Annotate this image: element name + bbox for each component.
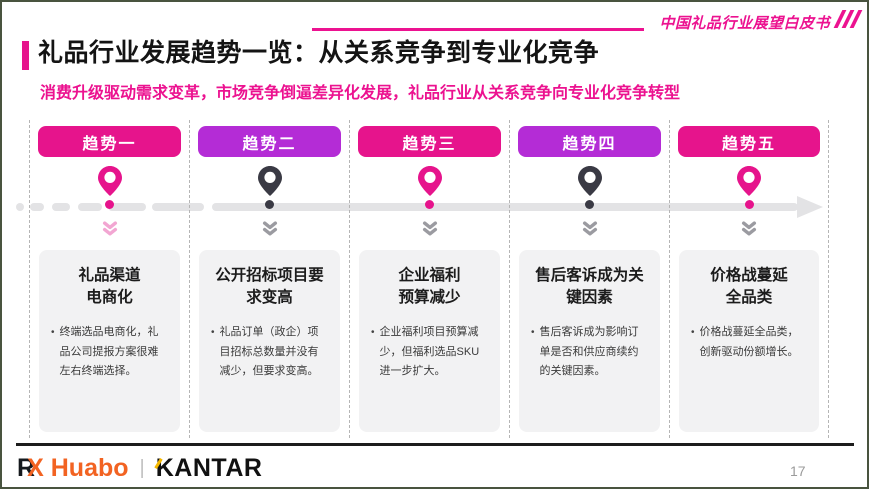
double-chevron-down-icon — [510, 221, 669, 237]
arrowhead-icon — [797, 196, 823, 218]
rx-logo-x: X — [27, 454, 44, 482]
trend-badge: 趋势一 — [38, 126, 181, 157]
trend-card-body: 企业福利项目预算减少，但福利选品SKU进一步扩大。 — [379, 326, 480, 377]
trend-column-1: 趋势一 礼品渠道 电商化 • 终端选品电商化，礼品公司提报方案很难左右终端选择。 — [29, 120, 189, 438]
triple-slash-icon — [833, 10, 863, 28]
trend-card: 礼品渠道 电商化 • 终端选品电商化，礼品公司提报方案很难左右终端选择。 — [39, 250, 180, 432]
trend-card-title: 价格战蔓延 全品类 — [710, 267, 788, 306]
trend-card-body: 价格战蔓延全品类，创新驱动份额增长。 — [699, 326, 799, 358]
timeline-node-dot — [744, 200, 754, 209]
location-pin-icon — [97, 166, 123, 196]
trend-card-title: 公开招标项目要求变高 — [215, 267, 324, 306]
tagline-underline — [312, 28, 644, 31]
footer-logos: R X Huabo | KANTAR — [17, 454, 262, 483]
title-accent-bar — [22, 41, 29, 70]
pin-block — [510, 166, 669, 209]
trend-card-bullet: • 礼品订单（政企）项目招标总数量并没有减少，但要求变高。 — [211, 323, 328, 381]
bullet-icon: • — [531, 327, 535, 339]
trend-card-bullet: • 企业福利项目预算减少，但福利选品SKU进一步扩大。 — [371, 323, 488, 381]
huabo-logo: Huabo — [50, 454, 129, 482]
timeline-node-dot — [265, 200, 274, 209]
trend-card: 企业福利 预算减少 • 企业福利项目预算减少，但福利选品SKU进一步扩大。 — [359, 250, 500, 432]
timeline-node-dot — [425, 200, 434, 209]
location-pin-icon — [417, 166, 443, 196]
pin-block — [670, 166, 828, 209]
trends-row: 趋势一 礼品渠道 电商化 • 终端选品电商化，礼品公司提报方案很难左右终端选择。 — [29, 120, 867, 438]
pin-block — [350, 166, 509, 209]
timeline-arrow — [2, 196, 867, 218]
trend-column-2: 趋势二 公开招标项目要求变高 • 礼品订单（政企）项目招标总数量并没有减少，但要… — [189, 120, 349, 438]
tagline: 中国礼品行业展望白皮书 — [659, 15, 830, 32]
location-pin-icon — [577, 166, 603, 196]
trend-card-title: 企业福利 预算减少 — [398, 267, 461, 306]
page-number: 17 — [790, 463, 806, 479]
page-subtitle: 消费升级驱动需求变革，市场竞争倒逼差异化发展，礼品行业从关系竞争向专业化竞争转型 — [40, 85, 681, 102]
trend-card: 公开招标项目要求变高 • 礼品订单（政企）项目招标总数量并没有减少，但要求变高。 — [199, 250, 340, 432]
trend-card-body: 终端选品电商化，礼品公司提报方案很难左右终端选择。 — [59, 326, 159, 377]
double-chevron-down-icon — [350, 221, 509, 237]
footer-divider — [16, 443, 854, 446]
page-title: 礼品行业发展趋势一览：从关系竞争到专业化竞争 — [38, 39, 600, 67]
pin-block — [190, 166, 349, 209]
kantar-logo: KANTAR — [154, 454, 263, 482]
trend-card: 售后客诉成为关键因素 • 售后客诉成为影响订单是否和供应商续约的关键因素。 — [519, 250, 660, 432]
trend-badge: 趋势五 — [678, 126, 820, 157]
bullet-icon: • — [211, 327, 215, 339]
logo-divider: | — [139, 457, 145, 479]
trend-card: 价格战蔓延 全品类 • 价格战蔓延全品类，创新驱动份额增长。 — [679, 250, 819, 432]
location-pin-icon — [257, 166, 283, 196]
trend-badge: 趋势二 — [198, 126, 341, 157]
timeline-node-dot — [585, 200, 594, 209]
bullet-icon: • — [51, 327, 55, 339]
double-chevron-down-icon — [190, 221, 349, 237]
timeline-node-dot — [105, 200, 114, 209]
trend-card-body: 售后客诉成为影响订单是否和供应商续约的关键因素。 — [539, 326, 639, 377]
double-chevron-down-icon — [670, 221, 828, 237]
trend-card-body: 礼品订单（政企）项目招标总数量并没有减少，但要求变高。 — [219, 326, 319, 377]
bullet-icon: • — [371, 327, 375, 339]
trend-badge: 趋势四 — [518, 126, 661, 157]
trend-column-3: 趋势三 企业福利 预算减少 • 企业福利项目预算减少，但福利选品SKU进一步扩大… — [349, 120, 509, 438]
trend-card-bullet: • 售后客诉成为影响订单是否和供应商续约的关键因素。 — [531, 323, 648, 381]
rx-logo: R — [17, 454, 36, 482]
trend-card-bullet: • 终端选品电商化，礼品公司提报方案很难左右终端选择。 — [51, 323, 168, 381]
bullet-icon: • — [691, 327, 695, 339]
location-pin-icon — [736, 166, 762, 196]
trend-column-4: 趋势四 售后客诉成为关键因素 • 售后客诉成为影响订单是否和供应商续约的关键因素… — [509, 120, 669, 438]
trends-section: 趋势一 礼品渠道 电商化 • 终端选品电商化，礼品公司提报方案很难左右终端选择。 — [2, 120, 867, 440]
kantar-k-accent — [154, 458, 163, 469]
trend-card-title: 礼品渠道 电商化 — [78, 267, 141, 306]
trend-column-5: 趋势五 价格战蔓延 全品类 • 价格战蔓延全品类，创新驱动份额增长。 — [669, 120, 829, 438]
double-chevron-down-icon — [30, 221, 189, 237]
pin-block — [30, 166, 189, 209]
trend-badge: 趋势三 — [358, 126, 501, 157]
trend-card-title: 售后客诉成为关键因素 — [535, 267, 644, 306]
trend-card-bullet: • 价格战蔓延全品类，创新驱动份额增长。 — [691, 323, 807, 362]
